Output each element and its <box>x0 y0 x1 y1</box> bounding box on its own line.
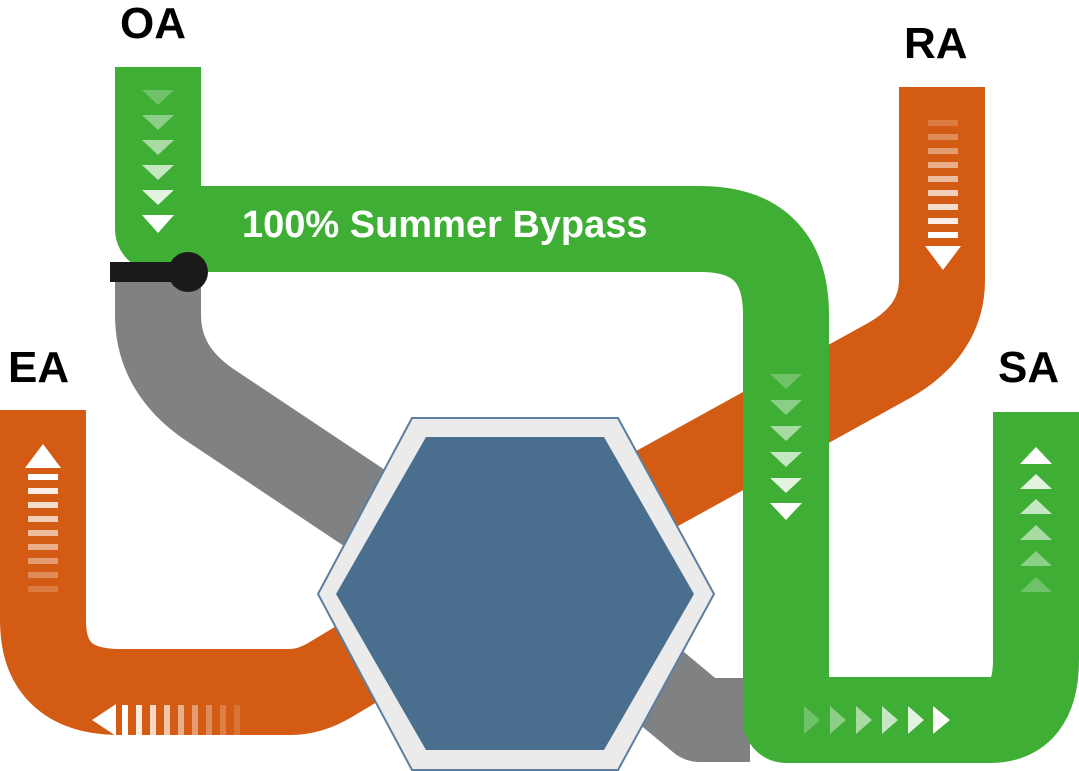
ea-stripe <box>28 488 58 494</box>
sa-label: SA <box>998 343 1060 392</box>
exhaust-stripe <box>164 705 170 735</box>
supply-arrow <box>882 706 898 734</box>
exhaust-stripe <box>178 705 184 735</box>
ea-stripe <box>28 586 58 592</box>
ra-duct-cap <box>899 87 985 127</box>
ea-duct-cap <box>0 410 86 450</box>
bypass-label: 100% Summer Bypass <box>242 204 648 246</box>
bypass-duct <box>115 67 1079 763</box>
ea-stripe <box>28 502 58 508</box>
oa-arrow <box>142 215 174 233</box>
ea-stripe <box>28 474 58 480</box>
oa-flow-arrows <box>142 90 174 233</box>
sa-arrow <box>1020 447 1052 464</box>
ra-label: RA <box>904 19 968 68</box>
exhaust-arrowhead <box>92 704 116 736</box>
ea-flow-arrows <box>25 444 61 592</box>
ra-stripe <box>928 162 958 168</box>
sa-arrow <box>1020 577 1052 592</box>
exhaust-stripe <box>220 705 226 735</box>
oa-arrow <box>142 190 174 205</box>
bypass-arrow <box>770 478 802 493</box>
bypass-flow-arrows <box>770 374 802 520</box>
ra-stripe <box>928 232 958 238</box>
sa-arrow <box>1020 525 1052 540</box>
exhaust-bottom-flow-arrows <box>92 704 240 736</box>
exhaust-stripe <box>206 705 212 735</box>
heat-exchanger-core <box>336 437 694 750</box>
supply-bottom-flow-arrows <box>804 706 950 734</box>
ra-stripe <box>928 190 958 196</box>
supply-arrow <box>830 706 846 734</box>
supply-arrow <box>908 706 924 734</box>
sa-arrow <box>1020 474 1052 489</box>
inactive-duct-oa-to-core <box>115 268 444 581</box>
ra-stripe <box>928 176 958 182</box>
oa-label: OA <box>120 0 186 48</box>
ra-stripe <box>928 134 958 140</box>
ra-stripe <box>928 204 958 210</box>
ea-stripe <box>28 558 58 564</box>
ra-stripe <box>928 218 958 224</box>
bypass-arrow <box>770 426 802 441</box>
oa-arrow <box>142 90 174 105</box>
bypass-arrow <box>770 452 802 467</box>
ea-stripe <box>28 530 58 536</box>
damper-blade <box>110 262 186 282</box>
oa-arrow <box>142 115 174 130</box>
exhaust-stripe <box>136 705 142 735</box>
ra-flow-arrows <box>925 120 961 270</box>
bypass-arrow <box>770 400 802 415</box>
sa-arrow <box>1020 499 1052 514</box>
ea-arrowhead <box>25 444 61 468</box>
sa-flow-arrows <box>1020 447 1052 592</box>
return-duct-ra-to-core <box>579 87 985 558</box>
oa-duct-cap <box>115 67 201 107</box>
exhaust-duct-core-to-ea <box>0 410 453 735</box>
supply-arrow <box>933 706 950 734</box>
supply-arrow <box>804 706 820 734</box>
exhaust-stripe <box>234 705 240 735</box>
ea-label: EA <box>8 343 70 392</box>
ra-stripe <box>928 148 958 154</box>
ea-stripe <box>28 572 58 578</box>
exhaust-stripe <box>122 705 128 735</box>
sa-arrow <box>1020 551 1052 566</box>
ra-arrowhead <box>925 246 961 270</box>
ea-stripe <box>28 516 58 522</box>
damper-pivot <box>168 252 208 292</box>
ea-stripe <box>28 544 58 550</box>
bypass-arrow <box>770 503 802 520</box>
exhaust-stripe <box>192 705 198 735</box>
sa-duct-cap <box>993 412 1079 452</box>
oa-arrow <box>142 140 174 155</box>
ra-stripe <box>928 120 958 126</box>
supply-arrow <box>856 706 872 734</box>
exhaust-stripe <box>150 705 156 735</box>
oa-arrow <box>142 165 174 180</box>
bypass-arrow <box>770 374 802 389</box>
